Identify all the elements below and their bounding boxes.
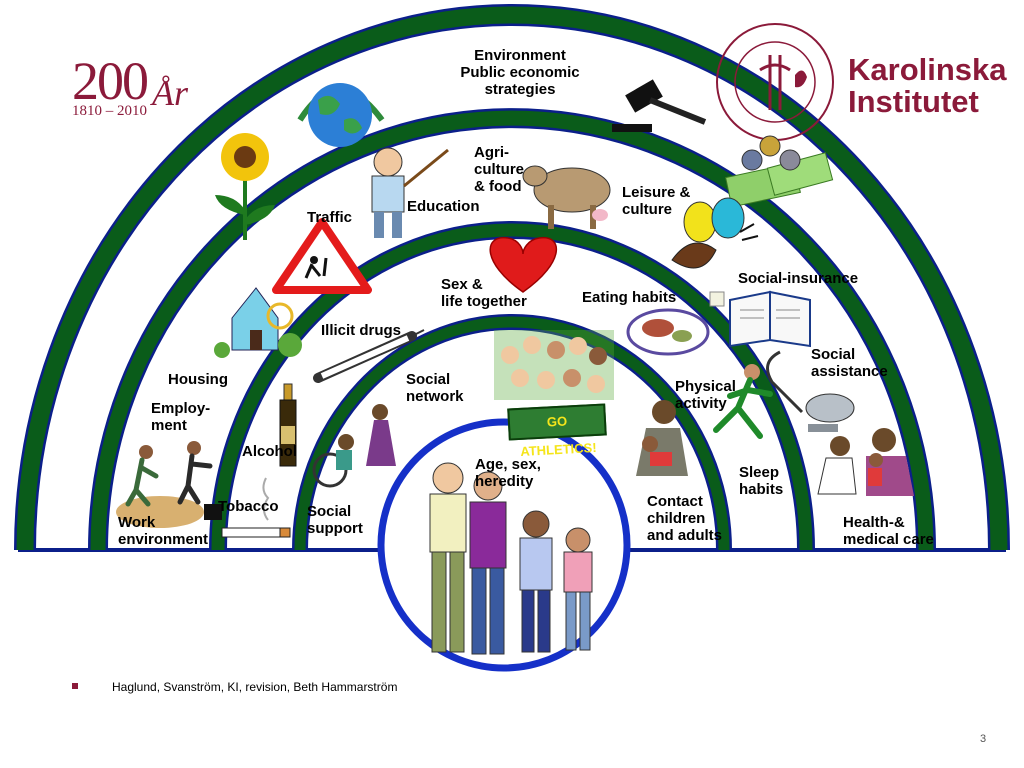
label-social-assistance: Social assistance [811,346,888,380]
label-sleep-habits: Sleep habits [739,464,784,498]
page-number: 3 [980,733,987,745]
heart-icon [489,236,558,293]
label-sex-life: Sex & life together [441,276,527,310]
globe-icon [297,83,385,147]
money-icon [725,135,834,208]
anniversary-years: 1810 – 2010 [72,103,147,119]
theater-masks-icon [671,197,759,269]
vacuum-icon [766,350,855,432]
family-icon [429,462,593,655]
seal-icon [716,23,834,141]
reading-adult-icon [636,400,688,476]
label-eating-habits: Eating habits [582,289,677,306]
anniversary-number: 200 [72,51,149,111]
label-tobacco: Tobacco [218,498,279,515]
house-icon [214,287,302,358]
label-age-sex: Age, sex, heredity [475,456,541,490]
cigarette-icon [221,477,291,538]
label-social-network: Social network [406,371,464,405]
traffic-sign-icon [272,218,372,294]
worker-icon [116,441,222,528]
gavel-icon [612,79,707,132]
cow-icon [522,165,611,229]
institute-name: Karolinska Institutet [848,52,1007,119]
label-alcohol: Alcohol [242,443,297,460]
label-housing: Housing [168,371,228,388]
label-environment: Environment Public economic strategies [460,47,580,98]
label-agriculture: Agri- culture & food [474,144,525,195]
syringe-icon [313,329,425,383]
label-health-care: Health-& medical care [843,514,934,548]
label-social-insurance: Social-insurance [738,270,859,287]
label-work-environment: Work environment [118,514,209,548]
label-contact: Contact children and adults [647,493,723,544]
teacher-icon [371,147,449,238]
label-leisure: Leisure & culture [622,184,691,218]
doctor-family-icon [817,428,914,496]
crowd-icon [494,330,614,400]
label-physical-activity: Physical activity [675,378,736,412]
label-employment: Employ- ment [151,400,211,434]
book-icon [729,290,811,348]
bottle-icon [279,383,297,467]
sunflower-icon [215,133,275,240]
wheelchair-icon [312,404,396,488]
credit-text: Haglund, Svanström, KI, revision, Beth H… [112,680,398,694]
meal-icon [626,291,725,356]
label-traffic: Traffic [307,209,353,226]
bullet-marker [72,683,78,689]
label-education: Education [407,198,480,215]
go-athletics-banner: GO ATHLETICS! [507,403,607,459]
anniversary-script: År [152,73,188,113]
label-social-support: Social support [307,503,363,537]
label-illicit-drugs: Illicit drugs [321,322,402,339]
runner-icon [713,364,773,439]
